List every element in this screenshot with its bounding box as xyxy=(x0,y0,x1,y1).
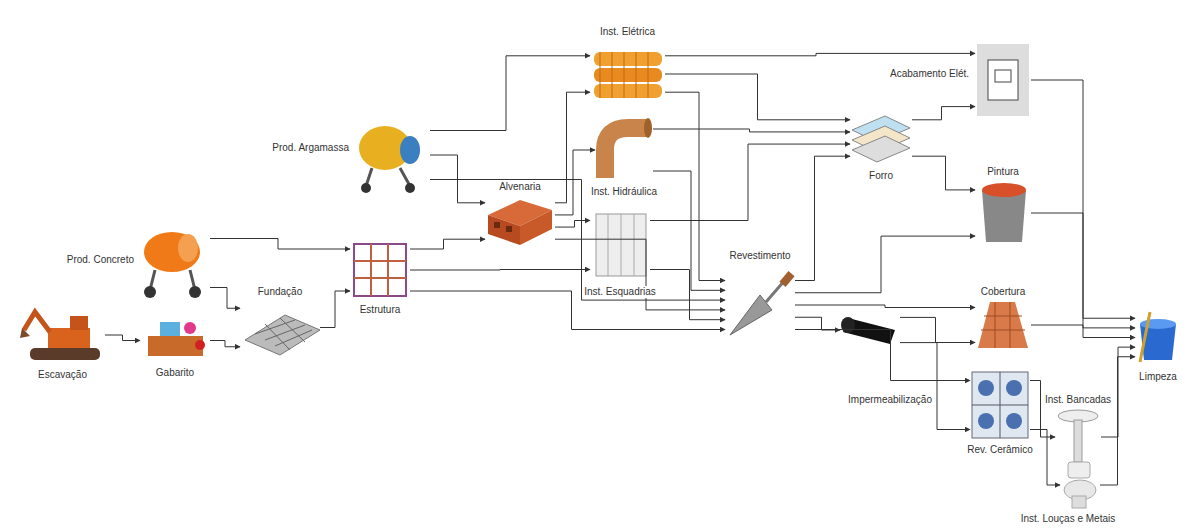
process-step: Inst. Elétrica xyxy=(590,48,665,100)
flow-arrow xyxy=(653,129,850,132)
step-label: Inst. Bancadas xyxy=(1043,394,1113,406)
flow-arrow xyxy=(105,335,140,341)
step-label: Escavação xyxy=(36,369,89,381)
step-label: Gabarito xyxy=(154,367,196,379)
ceiling-layers-icon xyxy=(852,116,910,162)
flow-arrow xyxy=(555,221,590,228)
process-step: Inst. Bancadas xyxy=(1055,410,1101,464)
process-step: Estrutura xyxy=(350,240,410,300)
process-step: Impermeabilização xyxy=(840,312,900,348)
step-label: Cobertura xyxy=(979,286,1027,298)
paint-bucket-icon xyxy=(982,183,1026,242)
flow-arrow xyxy=(900,343,970,430)
flow-arrow xyxy=(912,107,975,120)
flow-arrow xyxy=(665,74,850,120)
cleaning-bucket-icon xyxy=(1140,312,1176,362)
mortar-mixer-icon xyxy=(359,126,420,193)
step-label: Rev. Cerâmico xyxy=(965,444,1034,456)
flow-arrow xyxy=(320,291,350,328)
gabarito-icon xyxy=(148,322,205,356)
step-label: Inst. Elétrica xyxy=(598,26,657,38)
switch-plate-icon xyxy=(977,44,1029,116)
process-step: Revestimento xyxy=(725,270,795,340)
sink-icon xyxy=(1058,410,1098,462)
step-label: Pintura xyxy=(985,166,1021,178)
membrane-roll-icon xyxy=(841,317,895,344)
flow-arrow xyxy=(430,180,725,301)
process-step: Limpeza xyxy=(1135,310,1181,365)
process-step: Escavação xyxy=(20,305,105,365)
flow-arrow xyxy=(795,317,840,330)
flow-arrow xyxy=(410,269,590,271)
flow-arrow xyxy=(210,341,240,347)
flow-arrow xyxy=(1031,213,1135,328)
step-label: Estrutura xyxy=(358,304,403,316)
step-label: Fundação xyxy=(256,286,304,298)
flow-arrow xyxy=(1030,381,1055,438)
flow-arrow xyxy=(795,305,975,308)
process-step: Cobertura xyxy=(975,300,1031,350)
step-label: Inst. Louças e Metais xyxy=(1019,513,1118,525)
flow-arrow xyxy=(210,239,350,250)
foundation-icon xyxy=(245,315,320,355)
step-label: Acabamento Elét. xyxy=(888,68,971,80)
process-step: Prod. Argamassa xyxy=(355,120,430,190)
process-step: Inst. Esquadrias xyxy=(590,210,650,280)
trowel-icon xyxy=(730,271,795,335)
brick-icon xyxy=(488,200,552,245)
step-label: Prod. Concreto xyxy=(65,254,136,266)
step-label: Inst. Esquadrias xyxy=(582,286,658,298)
structure-icon xyxy=(354,244,406,296)
process-step: Forro xyxy=(850,112,912,164)
flow-arrow xyxy=(900,317,975,342)
flow-arrow xyxy=(1031,325,1135,338)
step-label: Revestimento xyxy=(727,250,792,262)
flow-arrow xyxy=(795,236,975,293)
process-step: Fundação xyxy=(240,300,320,355)
flow-arrow xyxy=(795,156,850,280)
step-label: Limpeza xyxy=(1137,371,1179,383)
step-label: Inst. Hidráulica xyxy=(589,186,659,198)
step-label: Alvenaria xyxy=(497,181,543,193)
process-step: Rev. Cerâmico xyxy=(970,370,1030,440)
flow-arrow xyxy=(410,239,485,249)
ceramic-tile-icon xyxy=(972,372,1028,438)
flow-arrow xyxy=(210,288,240,309)
flow-arrow xyxy=(1030,430,1060,486)
flow-arrow xyxy=(555,150,595,215)
flow-arrow xyxy=(650,144,850,220)
excavator-icon xyxy=(20,312,100,360)
window-frame-icon xyxy=(596,214,646,276)
process-step: Acabamento Elét. xyxy=(975,42,1031,118)
flow-arrow xyxy=(430,155,485,203)
flow-arrow xyxy=(665,53,975,55)
step-label: Forro xyxy=(867,170,895,182)
conduit-icon xyxy=(594,52,662,98)
process-step: Prod. Concreto xyxy=(140,228,210,298)
toilet-icon xyxy=(1064,462,1096,508)
pipe-elbow-icon xyxy=(605,118,652,178)
step-label: Prod. Argamassa xyxy=(270,142,351,154)
flow-arrow xyxy=(1100,357,1135,485)
flow-arrow xyxy=(665,92,725,280)
roof-tile-icon xyxy=(978,302,1028,348)
flow-arrow xyxy=(912,156,975,190)
process-step: Pintura xyxy=(975,180,1031,246)
process-step: Alvenaria xyxy=(485,195,555,247)
process-step: Inst. Hidráulica xyxy=(595,120,653,180)
step-label: Impermeabilização xyxy=(846,394,934,406)
process-step: Inst. Louças e Metais xyxy=(1060,460,1100,510)
flow-arrow xyxy=(650,270,725,320)
process-step: Gabarito xyxy=(140,318,210,363)
flow-arrow xyxy=(795,330,970,381)
concrete-mixer-icon xyxy=(144,232,201,298)
